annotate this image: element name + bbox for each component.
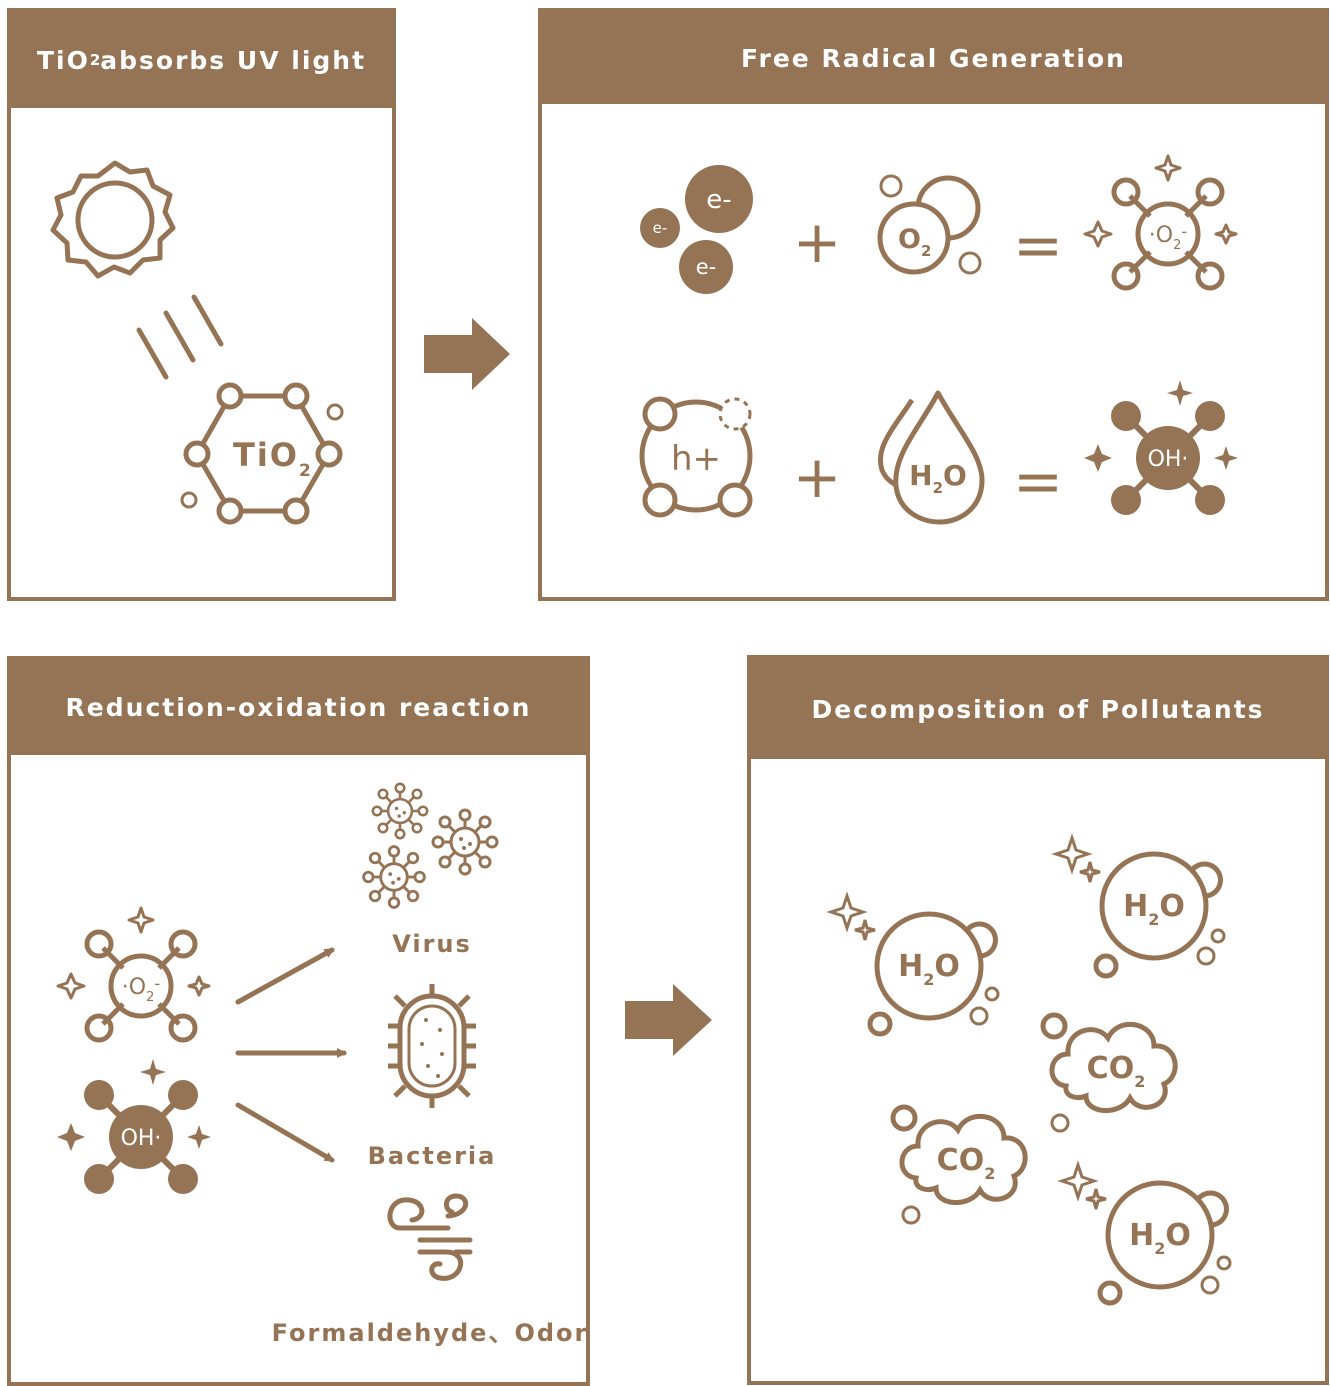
bacteria-label: Bacteria: [368, 1142, 497, 1170]
co2-label: CO2: [937, 1143, 996, 1183]
hydroxyl-label: OH·: [121, 1126, 162, 1151]
h2o-label: H2O: [1123, 889, 1185, 929]
bacteria-icon: [388, 984, 476, 1108]
superoxide-label: ·O2-: [1149, 222, 1187, 253]
process-arrow-right: [424, 318, 510, 390]
wind-odor-icon: [387, 1193, 473, 1281]
equals-sign: =: [1013, 211, 1063, 281]
h2o-label: H2O: [1129, 1218, 1191, 1258]
water-bubble: H2O: [1057, 1160, 1232, 1306]
hydroxyl-radical: OH·: [1084, 380, 1238, 515]
reaction-arrows: [235, 947, 347, 1163]
h2o-label: H2O: [909, 459, 967, 497]
uv-rays-icon: [136, 294, 224, 380]
virus-label: Virus: [392, 930, 472, 958]
electron-label: e-: [696, 255, 717, 279]
superoxide-label: ·O2-: [122, 974, 160, 1005]
water-drop-icon: H2O: [878, 390, 985, 525]
sun-icon: [50, 160, 176, 279]
co2-label: CO2: [1087, 1051, 1146, 1091]
panel-title-decomposition: Decomposition of Pollutants: [751, 659, 1325, 759]
superoxide-radical: ·O2-: [58, 908, 209, 1040]
electron-label: e-: [653, 219, 668, 237]
hydroxyl-label: OH·: [1148, 447, 1189, 472]
superoxide-radical: ·O2-: [1085, 156, 1236, 288]
oxygen-molecule: O2: [877, 174, 982, 275]
panel-title-redox: Reduction-oxidation reaction: [11, 660, 586, 755]
co2-cloud: CO2: [1040, 1012, 1175, 1133]
virus-icon: [362, 782, 499, 909]
co2-cloud: CO2: [890, 1104, 1025, 1225]
o2-label: O2: [898, 224, 931, 260]
plus-sign: +: [793, 208, 842, 276]
process-arrow-right: [625, 984, 712, 1056]
hydroxyl-radical: OH·: [57, 1059, 211, 1194]
panel-title-free-radical: Free Radical Generation: [542, 12, 1325, 104]
formaldehyde-odor-label: Formaldehyde、Odor: [272, 1319, 589, 1347]
equals-sign: =: [1013, 447, 1063, 517]
water-bubble: H2O: [1051, 833, 1226, 979]
tio2-label: TiO2: [233, 436, 313, 481]
plus-sign: +: [793, 443, 842, 511]
electron-group: e- e- e-: [640, 165, 753, 294]
hole-label: h+: [671, 439, 721, 479]
water-bubble: H2O: [826, 891, 1000, 1037]
electron-label: e-: [706, 185, 731, 215]
hole-molecule: h+: [639, 396, 753, 518]
h2o-label: H2O: [898, 949, 960, 989]
tio2-molecule: TiO2: [180, 382, 344, 525]
panel-decomposition: Decomposition of Pollutants: [747, 655, 1329, 1385]
